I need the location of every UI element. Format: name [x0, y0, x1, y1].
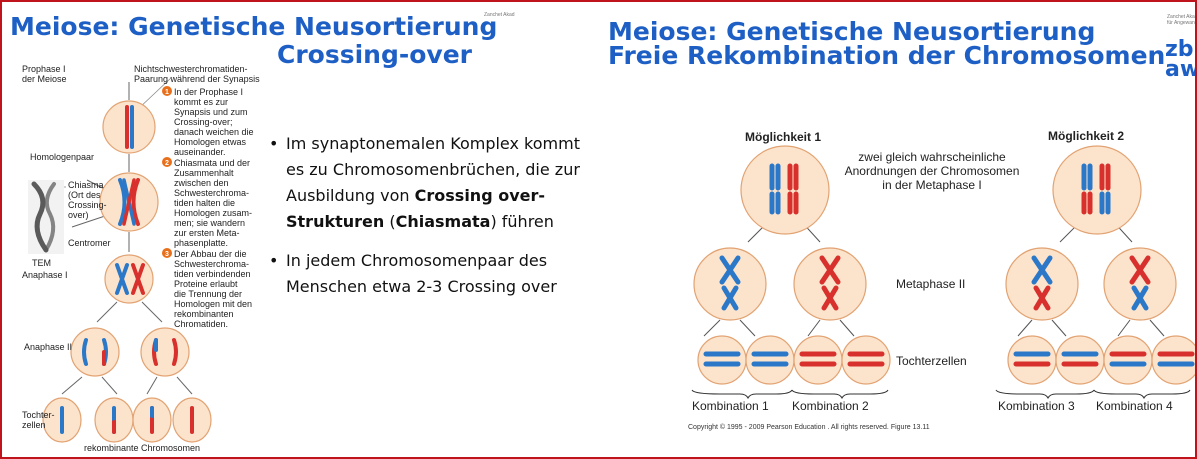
kombination-2-label: Kombination 2 [792, 399, 869, 413]
bullet-1-text-end: ) führen [490, 212, 554, 231]
prophase-label: Prophase I der Meiose [22, 64, 67, 84]
step-1-text: In der Prophase I kommt es zur Synapsis … [174, 87, 254, 157]
tochterzellen-label: Tochter- zellen [22, 410, 55, 430]
step-2-text: Chiasmata und der Zusammenhalt zwischen … [174, 158, 253, 248]
metaphase1-description: zwei gleich wahrscheinliche Anordnungen … [844, 150, 1020, 192]
bullet-1-bold-1: Crossing over-Strukturen [286, 186, 546, 231]
bullet-symbol-1: • [269, 134, 279, 153]
bullet-2: In jedem Chromosomenpaar des Menschen et… [286, 251, 557, 296]
copyright: Copyright © 1995 - 2009 Pearson Educatio… [688, 424, 930, 431]
tem-label: TEM [32, 258, 51, 268]
homologenpaar-label: Homologenpaar [30, 152, 95, 162]
bullet-symbol-2: • [269, 251, 279, 270]
step-number-3: 3 [165, 251, 169, 258]
kombination-3-label: Kombination 3 [998, 399, 1075, 413]
moeglichkeit-1-label: Möglichkeit 1 [745, 130, 822, 144]
kombination-4-label: Kombination 4 [1096, 399, 1173, 413]
step-number-2: 2 [165, 160, 169, 167]
bullet-1: Im synaptonemalen Komplex kommt es zu Ch… [286, 131, 586, 235]
tochterzellen-label-right: Tochterzellen [896, 354, 967, 368]
left-title-line1: Meiose: Genetische Neusortierung [10, 12, 498, 41]
right-title-line1: Meiose: Genetische Neusortierung [608, 17, 1096, 46]
rekombination-diagram [691, 145, 1195, 400]
logo: zb aw [1165, 37, 1195, 82]
step-number-1: 1 [165, 89, 169, 96]
left-title-line2: Crossing-over [277, 40, 473, 69]
metaphase2-label: Metaphase II [896, 277, 966, 291]
pairing-label: Nichtschwesterchromatiden- Paarung währe… [134, 64, 260, 84]
centromer-label: Centromer [68, 238, 111, 248]
bullet-1-text-mid: ( [384, 212, 396, 231]
chiasma-label: Chiasma (Ort des Crossing- over) [68, 180, 107, 220]
kombination-1-label: Kombination 1 [692, 399, 769, 413]
right-title-line2: Freie Rekombination der Chromosomen [608, 41, 1166, 70]
left-small-header: Zanchet Akad [484, 12, 515, 18]
right-slide: Meiose: Genetische Neusortierung Freie R… [600, 2, 1195, 457]
rekombinante-label: rekombinante Chromosomen [84, 443, 201, 453]
anaphase1-label: Anaphase I [22, 270, 68, 280]
right-small-header: Zanchet Akad für Angewandte [1167, 14, 1195, 26]
bullet-1-bold-2: Chiasmata [395, 212, 491, 231]
step-3-text: Der Abbau der die Schwesterchroma- tiden… [174, 249, 253, 329]
crossing-over-diagram: 1 2 3 [28, 76, 212, 443]
anaphase2-label: Anaphase II [24, 342, 73, 352]
left-slide: Meiose: Genetische Neusortierung Crossin… [2, 2, 592, 457]
moeglichkeit-2-label: Möglichkeit 2 [1048, 129, 1125, 143]
bullet-1-text: Im synaptonemalen Komplex kommt es zu Ch… [286, 134, 580, 205]
